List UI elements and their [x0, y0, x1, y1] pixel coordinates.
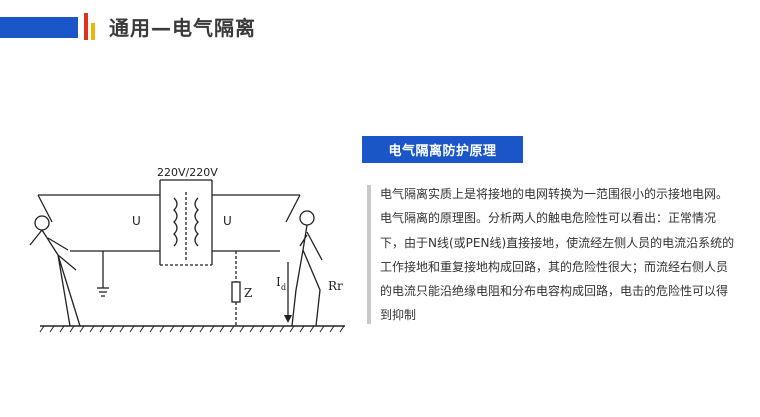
current-label: I — [276, 275, 281, 289]
title-accent-bar — [0, 17, 78, 38]
left-wire-slope — [37, 194, 53, 223]
left-person-head — [34, 215, 50, 231]
description-text: 电气隔离实质上是将接地的电网转换为一范围很小的示接地电网。电气隔离的原理图。分析… — [380, 187, 735, 323]
description-accent-bar — [367, 185, 371, 324]
page-title: 通用—电气隔离 — [109, 16, 256, 40]
isolation-circuit-diagram: 220V/220V U U Z I d Rr — [29, 166, 345, 333]
ground-hatch — [39, 325, 345, 333]
right-person-head — [299, 210, 315, 226]
current-subscript-label: d — [281, 283, 286, 292]
left-person-body — [29, 229, 81, 327]
impedance-resistor — [231, 281, 241, 303]
primary-winding — [173, 197, 178, 247]
right-person-body — [291, 224, 323, 327]
secondary-winding — [194, 197, 199, 247]
title-accent-red — [84, 13, 88, 40]
right-wire-slope — [285, 194, 301, 223]
impedance-label: Z — [244, 286, 252, 300]
section-badge: 电气隔离防护原理 — [362, 136, 523, 163]
voltage-label: 220V/220V — [157, 166, 218, 179]
current-arrow-head — [284, 315, 292, 323]
title-accent-yellow — [91, 23, 95, 40]
resistance-label: Rr — [328, 279, 343, 293]
secondary-voltage-label: U — [223, 214, 232, 228]
primary-voltage-label: U — [132, 214, 141, 228]
